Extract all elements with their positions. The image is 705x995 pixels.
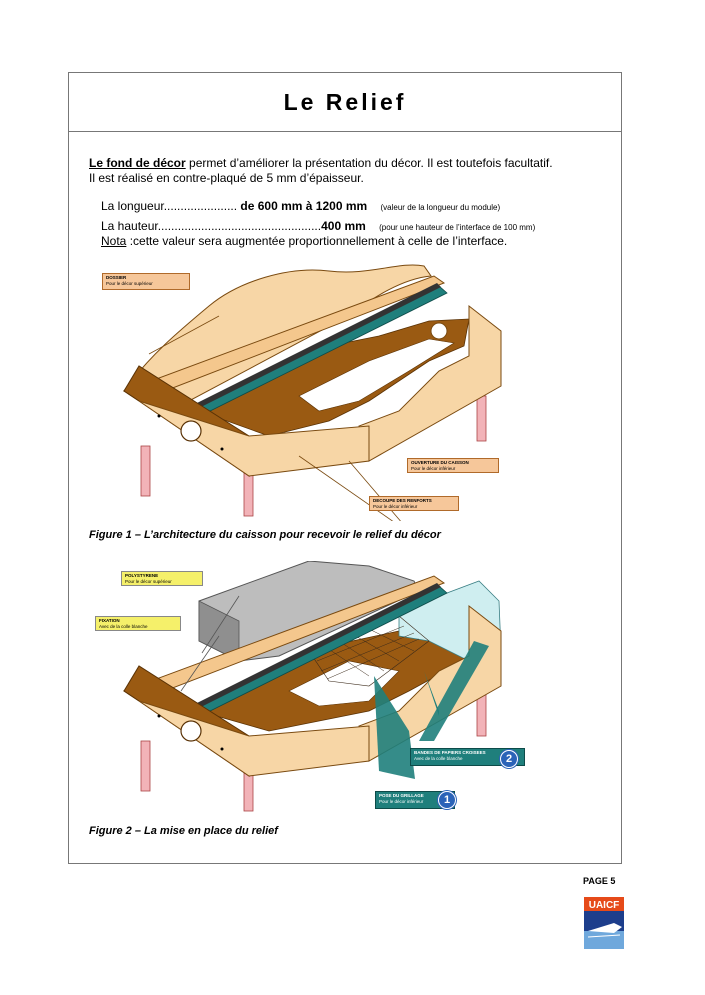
row-longueur: La longueur...................... de 600… [101, 199, 500, 213]
label-dossier: DOSSIER Pour le décor supérieur [102, 273, 190, 290]
label-ouverture: OUVERTURE DU CAISSON Pour le décor infér… [407, 458, 499, 473]
screw2 [220, 447, 224, 451]
figure1-illustration [122, 264, 502, 521]
opening-white [298, 338, 455, 412]
leg-back-right [476, 395, 487, 442]
right-side-panel [358, 304, 502, 462]
title-box: Le Relief [69, 73, 621, 132]
right-hole [430, 322, 448, 340]
longueur-note: (valeur de la longueur du module) [380, 203, 501, 212]
hauteur-note: (pour une hauteur de l’interface de 100 … [379, 223, 536, 232]
label-fixation: FIXATION Avec de la colle blanche [95, 616, 181, 631]
badge-1: 1 [438, 791, 456, 809]
label-polystyrene: POLYSTYRENE Pour le décor supérieur [121, 571, 203, 586]
rail-track [187, 283, 441, 412]
interior-dark [197, 318, 470, 437]
intro-line1: permet d’améliorer la présentation du dé… [185, 156, 553, 170]
figure2-caption: Figure 2 – La mise en place du relief [89, 825, 278, 837]
uaicf-logo: UAICF [584, 897, 624, 949]
figure2-illustration [122, 561, 502, 812]
front-hole [180, 420, 202, 442]
intro-lead: Le fond de décor [89, 156, 186, 170]
page-number: PAGE 5 [583, 876, 616, 886]
longueur-label: La longueur...................... [101, 199, 238, 213]
screw1 [157, 414, 161, 418]
leader-pose [374, 676, 415, 779]
row-hauteur: La hauteur..............................… [101, 219, 535, 233]
label-bandes: BANDES DE PAPIERS CROISEES Avec de la co… [410, 748, 525, 766]
leader-bandes [419, 641, 489, 741]
intro-paragraph: Le fond de décor permet d’améliorer la p… [89, 156, 553, 186]
leg-front-left [140, 445, 151, 497]
longueur-value: de 600 mm à 1200 mm [240, 199, 368, 213]
logo-text: UAICF [589, 900, 620, 911]
badge-2: 2 [500, 750, 518, 768]
label-decoupe: DECOUPE DES RENFORTS Pour le décor infér… [369, 496, 459, 511]
nota-label: Nota [101, 234, 127, 248]
leader-dossier [148, 315, 220, 355]
front-right-face [138, 400, 370, 477]
hauteur-label: La hauteur..............................… [101, 219, 322, 233]
row-nota: Nota :cette valeur sera augmentée propor… [101, 234, 507, 248]
hauteur-value: 400 mm [321, 219, 366, 233]
intro-line2: Il est réalisé en contre-plaqué de 5 mm … [89, 171, 364, 185]
page-frame: Le Relief Le fond de décor permet d’amél… [68, 72, 622, 864]
figure1-caption: Figure 1 – L’architecture du caisson pou… [89, 529, 441, 541]
label-pose: POSE DU GRILLAGE Pour le décor inférieur [375, 791, 455, 809]
leader-decoupe2 [298, 455, 394, 521]
page-title: Le Relief [283, 88, 407, 115]
nota-text: :cette valeur sera augmentée proportionn… [126, 234, 508, 248]
